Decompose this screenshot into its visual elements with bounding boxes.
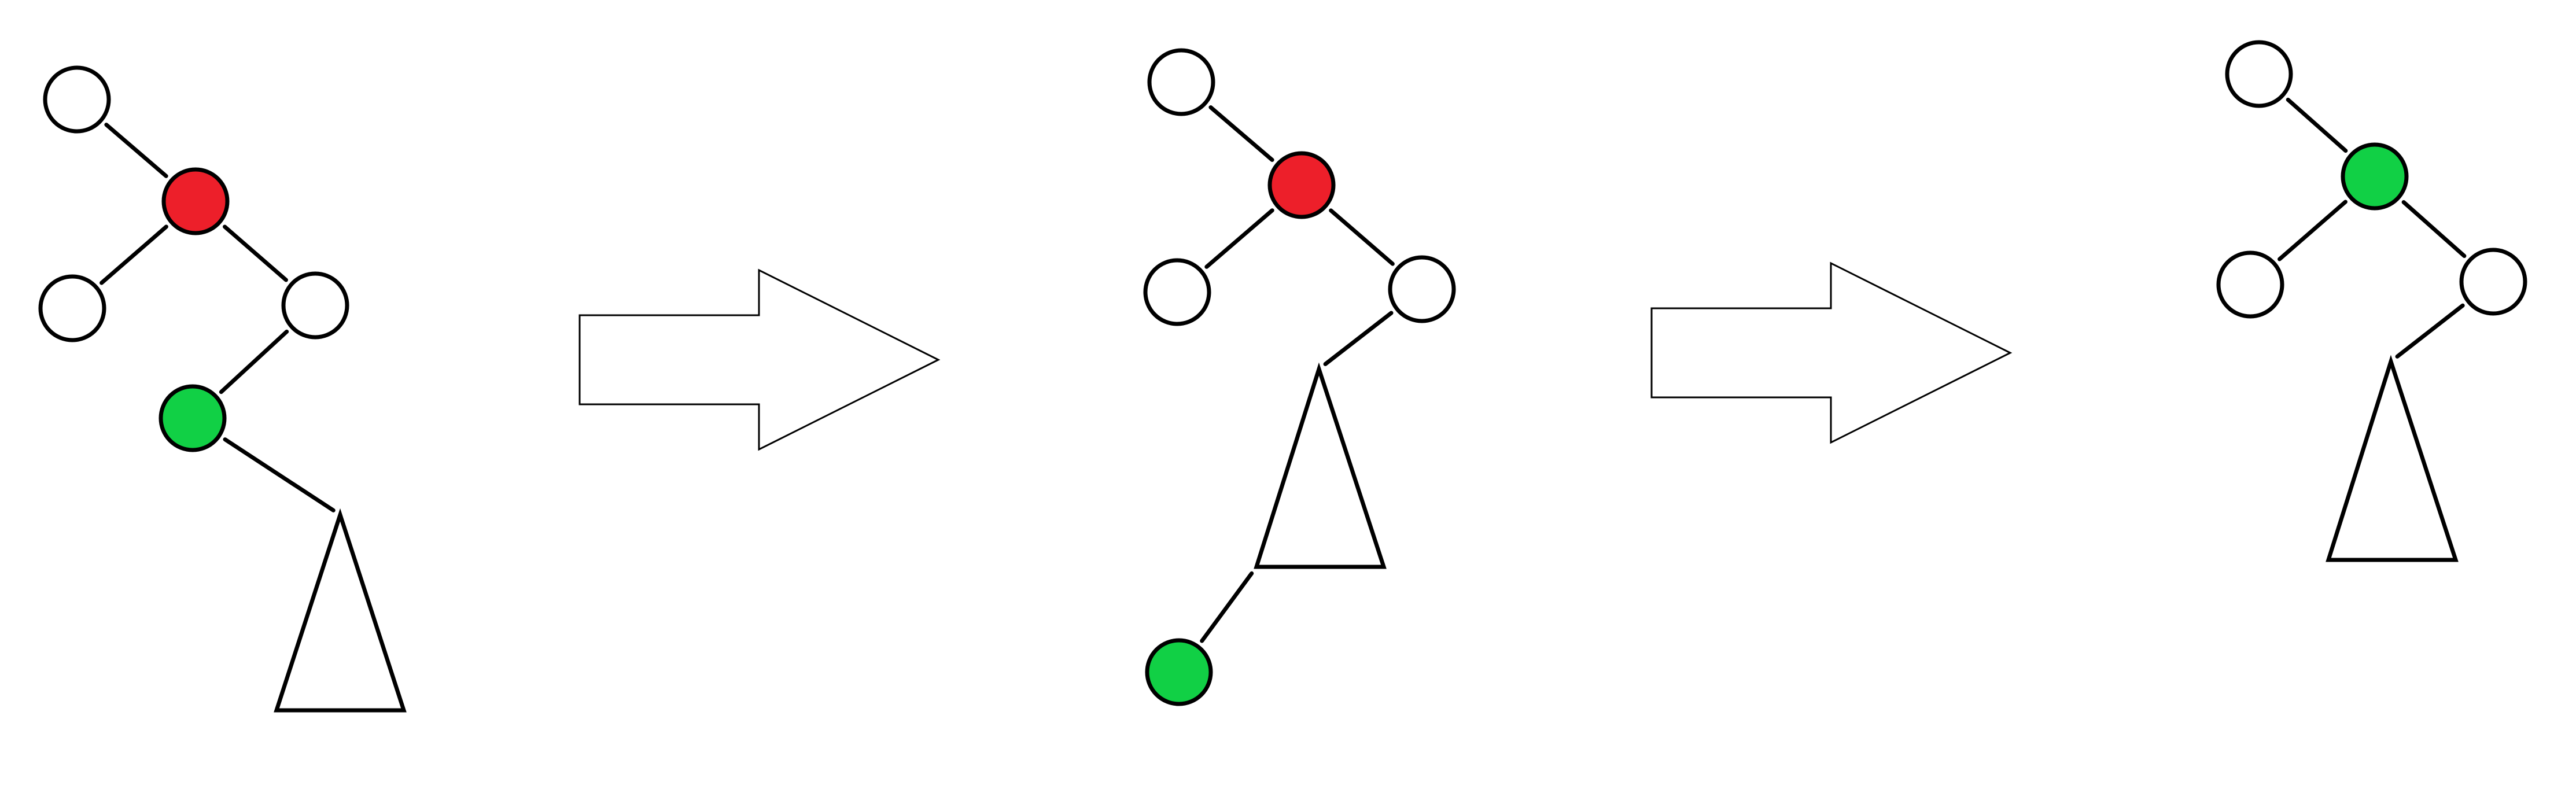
- tree-panels: [38, 40, 2527, 713]
- edge-subtree-e: [1200, 571, 1254, 643]
- edge-d-e: [219, 329, 289, 394]
- panel-2: [1143, 48, 1456, 706]
- tree-node-a: [2225, 40, 2293, 108]
- edge-d-subtree: [2395, 303, 2465, 359]
- edge-d-subtree: [1323, 311, 1394, 366]
- edge-b-c: [99, 224, 168, 285]
- edge-a-b: [1208, 105, 1274, 162]
- transition-arrows: [578, 261, 2013, 451]
- edge-b-c: [1204, 208, 1274, 269]
- panel-1: [38, 65, 407, 713]
- tree-node-d: [2459, 248, 2527, 316]
- edge-a-b: [2286, 97, 2348, 153]
- tree-node-e-green: [1145, 638, 1213, 706]
- tree-node-e-green: [159, 384, 227, 452]
- edge-b-c: [2278, 200, 2347, 261]
- arrow-1-right-arrow: [578, 268, 941, 451]
- tree-node-a: [43, 65, 111, 134]
- tree-node-b-red: [1267, 151, 1336, 219]
- edge-b-d: [2401, 200, 2467, 259]
- edge-a-b: [104, 123, 168, 178]
- edge-e-subtree: [223, 437, 336, 512]
- tree-node-b-red: [161, 167, 230, 235]
- subtree-triangle: [2326, 355, 2459, 562]
- tree-node-d: [1388, 255, 1456, 323]
- tree-node-c: [38, 274, 106, 342]
- panel-3: [2216, 40, 2527, 562]
- tree-node-c: [2216, 250, 2284, 319]
- subtree-triangle: [274, 508, 407, 713]
- arrow-2-right-arrow: [1650, 261, 2013, 444]
- subtree-triangle: [1254, 362, 1387, 569]
- tree-node-c: [1143, 258, 1211, 326]
- tree-node-b-green: [2341, 142, 2409, 211]
- tree-node-d: [281, 271, 349, 340]
- tree-node-a: [1147, 48, 1215, 116]
- edge-b-d: [1329, 208, 1395, 266]
- edge-b-d: [223, 224, 288, 282]
